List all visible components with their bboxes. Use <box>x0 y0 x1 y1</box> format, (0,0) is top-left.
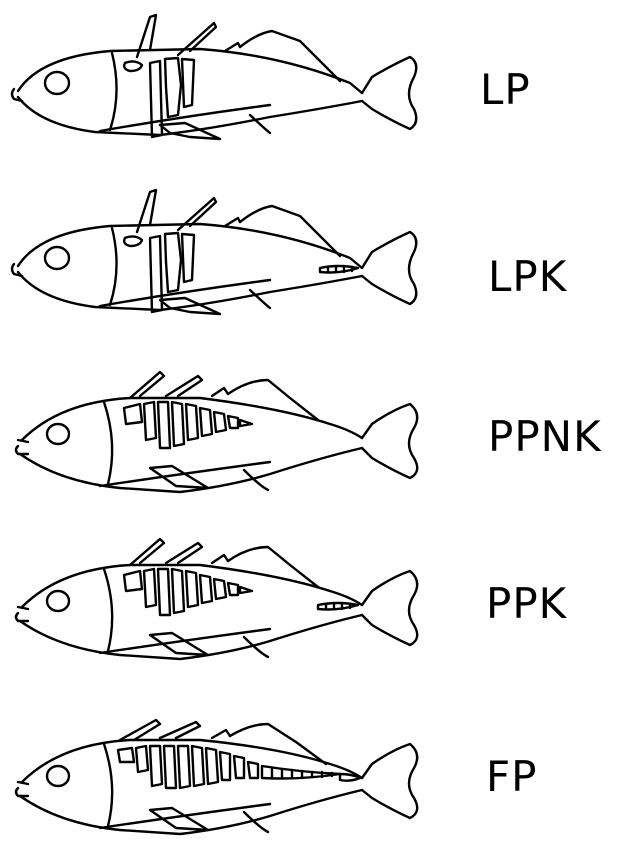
stickleback-fish-ppk <box>0 525 460 675</box>
morph-label-lp: LP <box>480 65 531 114</box>
morph-label-ppnk: PPNK <box>488 412 602 461</box>
stickleback-fish-lpk <box>0 180 460 330</box>
morph-label-ppk: PPK <box>486 579 568 628</box>
morph-row-ppnk: PPNK <box>0 358 621 508</box>
stickleback-fish-fp <box>0 700 460 850</box>
morph-label-lpk: LPK <box>488 252 568 301</box>
stickleback-fish-ppnk <box>0 358 460 508</box>
morph-row-lpk: LPK <box>0 180 621 330</box>
morph-row-ppk: PPK <box>0 525 621 675</box>
stickleback-fish-lp <box>0 5 460 155</box>
morph-row-fp: FP <box>0 700 621 850</box>
morph-label-fp: FP <box>486 752 538 801</box>
morph-row-lp: LP <box>0 5 621 155</box>
